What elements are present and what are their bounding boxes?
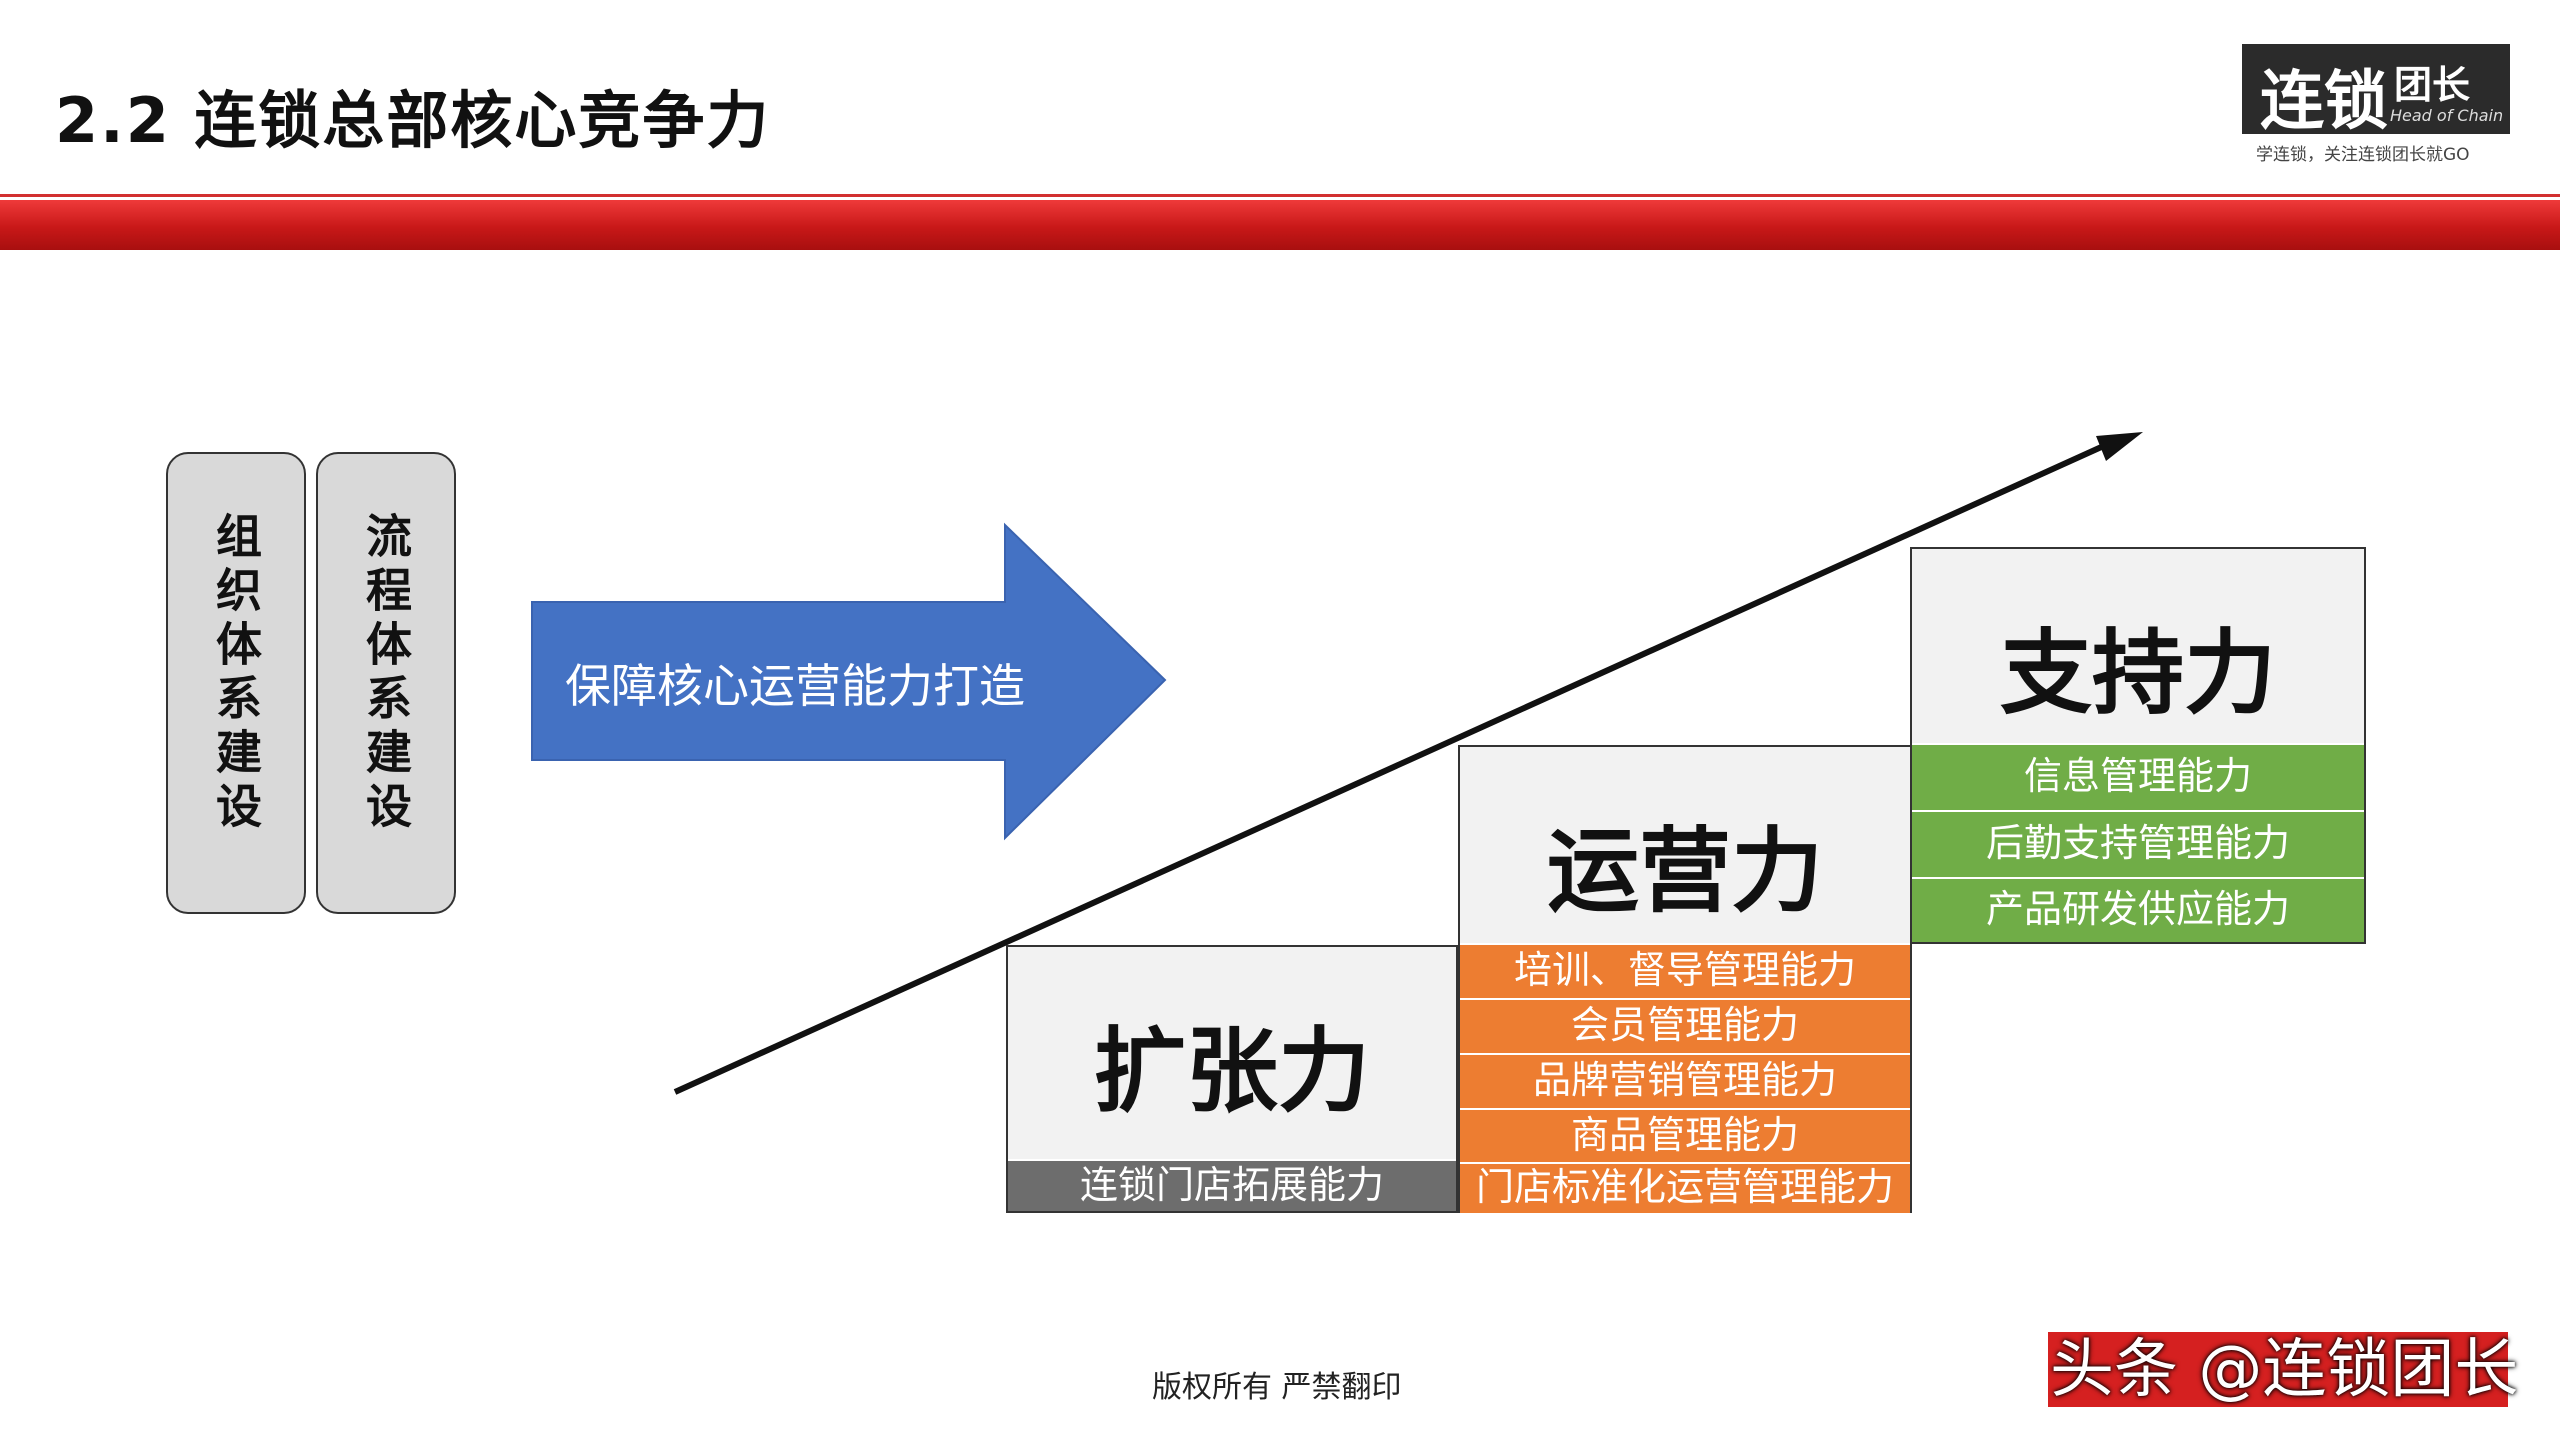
pillar-process: 流程体系建设 — [316, 452, 456, 914]
capability-bar: 商品管理能力 — [1460, 1108, 1910, 1162]
logo-main-text: 连锁 — [2260, 65, 2388, 139]
growth-trend-arrowhead — [2096, 432, 2143, 461]
header-red-band — [0, 200, 2560, 250]
pillar-organization: 组织体系建设 — [166, 452, 306, 914]
logo-tuan-text: 团长 — [2394, 63, 2471, 107]
capability-bar: 门店标准化运营管理能力 — [1460, 1162, 1910, 1213]
header-divider-line — [0, 194, 2560, 197]
capability-bar: 信息管理能力 — [1912, 743, 2364, 810]
stair-operation: 运营力 培训、督导管理能力 会员管理能力 品牌营销管理能力 商品管理能力 门店标… — [1458, 745, 1912, 1213]
stair-support: 支持力 信息管理能力 后勤支持管理能力 产品研发供应能力 — [1910, 547, 2366, 944]
capability-bar: 品牌营销管理能力 — [1460, 1053, 1910, 1108]
logo-english-text: Head of Chain — [2390, 106, 2504, 125]
pillar-label: 流程体系建设 — [359, 512, 413, 836]
capability-bar: 后勤支持管理能力 — [1912, 810, 2364, 877]
copyright-footer: 版权所有 严禁翻印 — [1152, 1370, 1402, 1405]
growth-trend-line — [673, 441, 2110, 1095]
pillar-label: 组织体系建设 — [209, 512, 263, 836]
arrow-label: 保障核心运营能力打造 — [565, 659, 1025, 713]
watermark-text: 头条 @连锁团长 — [2050, 1333, 2519, 1407]
page-title: 2.2 连锁总部核心竞争力 — [55, 84, 771, 157]
stair-title: 运营力 — [1546, 818, 1823, 925]
stair-title: 扩张力 — [1093, 1018, 1370, 1125]
watermark-background — [2048, 1332, 2508, 1407]
capability-bar: 产品研发供应能力 — [1912, 877, 2364, 942]
stair-expansion: 扩张力 连锁门店拓展能力 — [1006, 945, 1458, 1213]
capability-bar: 会员管理能力 — [1460, 998, 1910, 1053]
big-right-arrow — [531, 522, 1167, 841]
brand-logo: 连锁 团长 Head of Chain — [2242, 44, 2510, 139]
capability-bar: 连锁门店拓展能力 — [1008, 1159, 1456, 1211]
stair-title: 支持力 — [1999, 620, 2276, 727]
capability-bar: 培训、督导管理能力 — [1460, 943, 1910, 998]
logo-slogan: 学连锁，关注连锁团长就GO — [2256, 145, 2470, 165]
